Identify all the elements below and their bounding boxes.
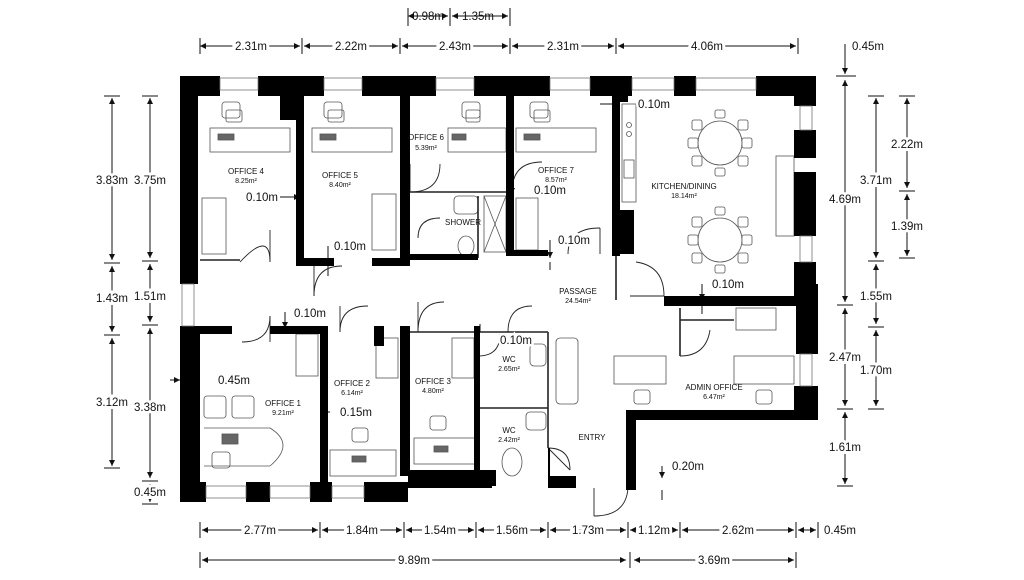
dim-top-1.35: 1.35m: [462, 11, 494, 23]
dim-bottom-1.54: 1.54m: [424, 525, 456, 537]
room-office5-name: OFFICE 5: [322, 171, 359, 180]
dim-top-2.43: 2.43m: [439, 41, 471, 53]
dim-right-1.55: 1.55m: [860, 291, 892, 303]
dim-wall-wc: 0.10m: [500, 335, 532, 347]
dim-bottom-2.62: 2.62m: [722, 525, 754, 537]
room-office7-name: OFFICE 7: [538, 166, 575, 175]
dim-bottom-1.73: 1.73m: [572, 525, 604, 537]
dim-bottom-2.77: 2.77m: [244, 525, 276, 537]
dim-bottom-0.45: 0.45m: [824, 525, 856, 537]
room-admin-area: 6.47m²: [703, 394, 725, 401]
dim-bottom-1.12: 1.12m: [638, 525, 670, 537]
dim-left-3.75: 3.75m: [134, 175, 166, 187]
dim-right-1.70: 1.70m: [860, 365, 892, 377]
dim-bottom-1.56: 1.56m: [496, 525, 528, 537]
room-office3-name: OFFICE 3: [415, 377, 452, 386]
dim-wall-office2: 0.15m: [340, 407, 372, 419]
room-office6-name: OFFICE 6: [408, 133, 445, 142]
room-wc1-name: WC: [502, 355, 516, 364]
room-admin-name: ADMIN OFFICE: [685, 383, 742, 392]
room-passage-area: 24.54m²: [565, 298, 591, 305]
room-office3-area: 4.80m²: [422, 388, 444, 395]
dim-wall-kitchen-top: 0.10m: [638, 99, 670, 111]
dim-wall-office4: 0.10m: [246, 192, 278, 204]
dim-wall-office7: 0.10m: [534, 185, 566, 197]
dim-left-3.83: 3.83m: [96, 175, 128, 187]
partitions: [200, 191, 734, 448]
dim-top-0.45: 0.45m: [852, 41, 884, 53]
room-wc2-area: 2.42m²: [498, 437, 520, 444]
furniture: [201, 101, 795, 477]
dim-wall-passage: 0.10m: [558, 235, 590, 247]
dim-right-4.69: 4.69m: [829, 194, 861, 206]
dim-wall-office1-top: 0.10m: [294, 308, 326, 320]
room-office7-area: 8.57m²: [545, 177, 567, 184]
dim-right-1.61: 1.61m: [829, 442, 861, 454]
dim-bottom-1.84: 1.84m: [346, 525, 378, 537]
room-passage-name: PASSAGE: [559, 287, 597, 296]
room-kitchen-area: 18.14m²: [671, 193, 697, 200]
room-office2-name: OFFICE 2: [334, 379, 371, 388]
room-office1-name: OFFICE 1: [265, 399, 302, 408]
dim-wall-entry: 0.20m: [672, 461, 704, 473]
dim-right-1.39: 1.39m: [891, 221, 923, 233]
room-office4-name: OFFICE 4: [228, 167, 265, 176]
dim-left-3.12: 3.12m: [96, 397, 128, 409]
room-kitchen-name: KITCHEN/DINING: [651, 182, 716, 191]
room-office6-area: 5.39m²: [415, 145, 437, 152]
dim-top-4.06: 4.06m: [691, 41, 723, 53]
dim-right-2.22: 2.22m: [891, 139, 923, 151]
walls: [180, 76, 818, 502]
dim-wall-office1-left: 0.45m: [218, 375, 250, 387]
windows: [181, 77, 813, 499]
room-office1-area: 9.21m²: [272, 410, 294, 417]
dimension-labels: 0.98m 1.35m 2.31m 2.22m 2.43m 2.31m 4.06…: [93, 11, 926, 570]
dim-left-3.38: 3.38m: [134, 402, 166, 414]
dim-bottom-9.89: 9.89m: [398, 555, 430, 567]
dim-right-3.71: 3.71m: [860, 175, 892, 187]
dim-top-0.98: 0.98m: [412, 11, 444, 23]
dim-wall-office5: 0.10m: [334, 241, 366, 253]
dim-left-1.43: 1.43m: [96, 293, 128, 305]
dim-top-2.31a: 2.31m: [235, 41, 267, 53]
dim-bottom-3.69: 3.69m: [698, 555, 730, 567]
dim-right-2.47: 2.47m: [829, 352, 861, 364]
dim-left-0.45: 0.45m: [134, 487, 166, 499]
room-wc1-area: 2.65m²: [498, 366, 520, 373]
room-shower-name: SHOWER: [445, 218, 481, 227]
room-office4-area: 8.25m²: [235, 178, 257, 185]
room-labels: OFFICE 4 8.25m² OFFICE 5 8.40m² OFFICE 6…: [228, 133, 743, 444]
room-office5-area: 8.40m²: [329, 182, 351, 189]
dim-top-2.31b: 2.31m: [547, 41, 579, 53]
dimension-lines: [104, 8, 915, 568]
dim-top-2.22: 2.22m: [335, 41, 367, 53]
room-entry-name: ENTRY: [579, 433, 607, 442]
dim-wall-kitchen-bottom: 0.10m: [712, 279, 744, 291]
dim-left-1.51: 1.51m: [134, 291, 166, 303]
room-wc2-name: WC: [502, 426, 516, 435]
room-office2-area: 6.14m²: [341, 390, 363, 397]
